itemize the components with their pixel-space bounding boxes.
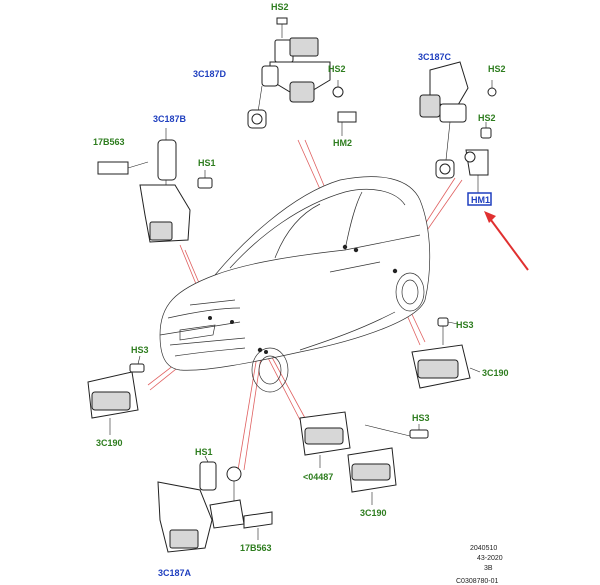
highlight-arrow xyxy=(484,211,529,271)
bolt-hs3-right[interactable] xyxy=(437,317,459,345)
label-hs2-top: HS2 xyxy=(271,2,289,12)
bolt-hs2-right[interactable] xyxy=(487,80,497,97)
meta-line-1: 2040510 xyxy=(470,545,497,552)
meta-line-2: 43-2020 xyxy=(477,555,503,562)
sensor-3c187b[interactable] xyxy=(139,128,191,243)
label-17b563-left: 17B563 xyxy=(93,137,125,147)
vehicle-illustration xyxy=(159,176,431,393)
clip-hm1[interactable] xyxy=(464,149,489,193)
clip-hm2[interactable] xyxy=(337,111,357,136)
bolt-hs2-top[interactable] xyxy=(276,17,288,38)
bolt-hs3-left[interactable] xyxy=(129,355,145,373)
label-hs1-bottom: HS1 xyxy=(195,447,213,457)
sensor-04487[interactable] xyxy=(299,411,351,468)
label-3c190-left: 3C190 xyxy=(96,438,123,448)
label-hs2-mid: HS2 xyxy=(328,64,346,74)
label-3c190-right: 3C190 xyxy=(482,368,509,378)
connector-17b563-bottom[interactable] xyxy=(243,511,273,540)
label-3c187a: 3C187A xyxy=(158,568,192,578)
label-hs3-left: HS3 xyxy=(131,345,149,355)
bolt-hs2-mid[interactable] xyxy=(332,80,344,98)
label-hs2-right: HS2 xyxy=(488,64,506,74)
bolt-hs3-bottom[interactable] xyxy=(364,424,429,439)
sensor-3c190-right[interactable] xyxy=(411,344,481,389)
sensor-3c187d[interactable] xyxy=(247,37,331,129)
label-hs1-left: HS1 xyxy=(198,158,216,168)
label-04487: <04487 xyxy=(303,472,333,482)
label-3c187c: 3C187C xyxy=(418,52,452,62)
sensor-3c187c[interactable] xyxy=(419,61,469,179)
label-hm2: HM2 xyxy=(333,138,352,148)
car-sensor-markers xyxy=(208,244,398,354)
label-hm1: HM1 xyxy=(471,195,490,205)
label-17b563-bottom: 17B563 xyxy=(240,543,272,553)
connector-17b563-left[interactable] xyxy=(97,161,149,175)
label-hs3-bottom: HS3 xyxy=(412,413,430,423)
sensor-3c187a[interactable] xyxy=(157,461,245,553)
label-3c187b: 3C187B xyxy=(153,114,187,124)
hm1-highlight-box xyxy=(467,192,492,206)
bolt-hs1-bottom[interactable] xyxy=(204,455,209,463)
sensor-3c190-left[interactable] xyxy=(87,371,139,435)
bolt-hs1-left[interactable] xyxy=(197,170,213,189)
label-hs2-right2: HS2 xyxy=(478,113,496,123)
meta-line-4: C0308780-01 xyxy=(456,578,499,585)
bolt-hs2-right2[interactable] xyxy=(480,122,492,139)
sensor-3c190-bottom[interactable] xyxy=(347,447,397,505)
label-3c190-bottom: 3C190 xyxy=(360,508,387,518)
meta-line-3: 3B xyxy=(484,565,493,572)
label-3c187d: 3C187D xyxy=(193,69,227,79)
label-hs3-right: HS3 xyxy=(456,320,474,330)
